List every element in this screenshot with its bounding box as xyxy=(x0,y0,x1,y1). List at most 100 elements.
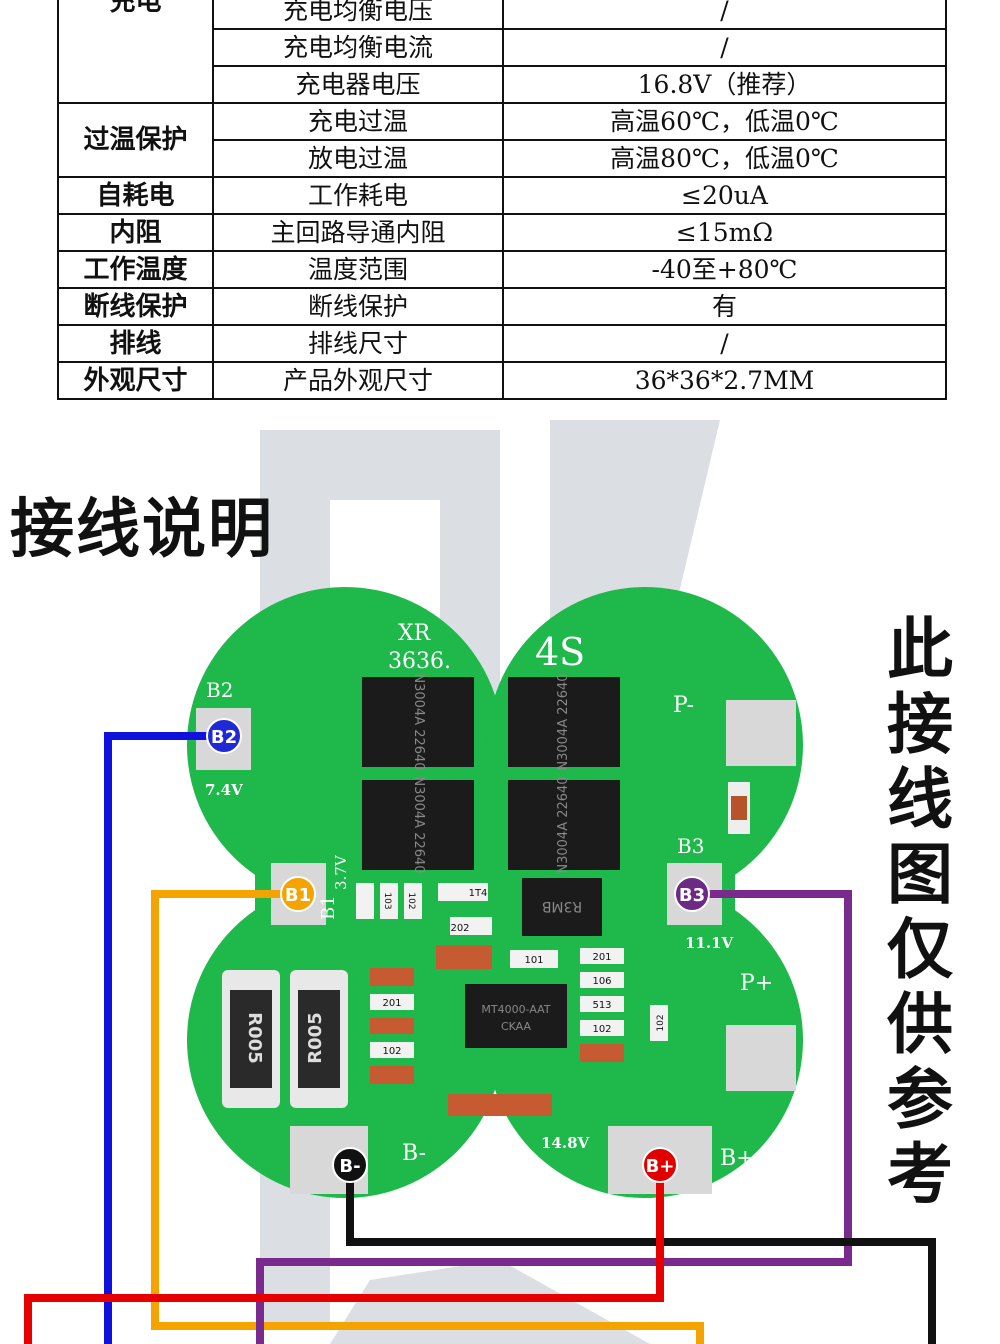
controller-ic xyxy=(465,984,567,1048)
spec-table: 充电 充电均衡电压 / 充电均衡电流 / 充电器电压 16.8V（推荐） 过温保… xyxy=(57,0,947,400)
pad-label-b1: B1 xyxy=(318,895,339,920)
badge-b2 xyxy=(206,718,242,754)
badge-b1 xyxy=(280,876,316,912)
resistor-code: 201 xyxy=(382,998,401,1009)
category-cell: 内阻 xyxy=(57,213,214,252)
table-row: 内阻 主回路导通内阻 ≤15mΩ xyxy=(57,213,947,252)
table-row: 充电均衡电流 / xyxy=(58,28,947,67)
table-row: 放电过温 高温80℃，低温0℃ xyxy=(58,139,947,178)
value-cell: / xyxy=(502,0,947,30)
badge-label-b2: B2 xyxy=(211,727,237,748)
pad-label-b2: B2 xyxy=(206,678,233,702)
mosfet-group: N3004A 22640 N3004A 22640 N3004A 22640 N… xyxy=(362,673,620,874)
value-cell: ≤20uA xyxy=(502,176,947,215)
badge-b3 xyxy=(674,876,710,912)
ic-marking-batch: CKAA xyxy=(501,1020,532,1033)
model-number: 3636. xyxy=(388,649,451,674)
table-row: 排线 排线尺寸 / xyxy=(57,324,947,363)
value-cell: 高温60℃，低温0℃ xyxy=(502,102,947,141)
pad-label-b-plus: B+ xyxy=(720,1146,755,1171)
pad-label-b-minus: B- xyxy=(402,1141,426,1166)
voltage-label-b-plus: 14.8V xyxy=(541,1134,590,1152)
mosfet-marking: N3004A 22640 xyxy=(556,776,571,873)
shunt-marking: R005 xyxy=(244,1012,265,1063)
model-label: XR xyxy=(398,621,432,646)
shunt-marking: R005 xyxy=(305,1012,326,1063)
table-row: 断线保护 断线保护 有 xyxy=(57,287,947,326)
resistor-code: 201 xyxy=(592,952,611,963)
resistor-code: 102 xyxy=(382,1046,401,1057)
wire-b-minus xyxy=(346,1165,936,1344)
value-cell: 高温80℃，低温0℃ xyxy=(502,139,947,178)
item-cell: 断线保护 xyxy=(212,287,504,326)
badge-label-b1: B1 xyxy=(285,885,311,906)
resistor-code: 103 xyxy=(382,892,392,909)
diode-marking: R3MB xyxy=(542,898,582,914)
pad-p-plus xyxy=(726,1025,796,1091)
item-cell: 放电过温 xyxy=(212,139,504,178)
table-row: 自耗电 工作耗电 ≤20uA xyxy=(57,176,947,215)
value-cell: 有 xyxy=(502,287,947,326)
value-cell: / xyxy=(502,28,947,67)
wire-b-plus xyxy=(24,1165,664,1344)
resistor-code: 202 xyxy=(450,923,469,934)
item-cell: 温度范围 xyxy=(212,250,504,289)
item-cell: 主回路导通内阻 xyxy=(212,213,504,252)
item-cell: 工作耗电 xyxy=(212,176,504,215)
table-row: 过温保护 充电过温 高温60℃，低温0℃ xyxy=(57,102,947,178)
resistor-code: 102 xyxy=(406,892,416,909)
item-cell: 产品外观尺寸 xyxy=(212,361,504,400)
resistor-code: 106 xyxy=(592,976,611,987)
value-cell: ≤15mΩ xyxy=(502,213,947,252)
voltage-label-b1: 3.7V xyxy=(332,854,350,890)
category-cell: 充电 xyxy=(57,0,214,104)
mosfet-marking: N3004A 22640 xyxy=(556,673,571,770)
badge-b-minus xyxy=(332,1147,368,1183)
value-cell: 16.8V（推荐） xyxy=(502,65,947,104)
badge-label-b3: B3 xyxy=(679,885,705,906)
item-cell: 充电器电压 xyxy=(212,65,504,104)
value-cell: -40至+80℃ xyxy=(502,250,947,289)
pad-p-minus xyxy=(726,700,796,766)
resistor-code: 1T4 xyxy=(469,888,488,899)
ic-marking: MT4000-AAT xyxy=(481,1003,550,1016)
pad-label-p-minus: P- xyxy=(673,693,694,718)
reference-note: 此接线图仅供参考 xyxy=(887,611,953,1213)
resistor-code: 102 xyxy=(656,1014,666,1031)
wire-b2 xyxy=(104,732,224,1344)
value-cell: / xyxy=(502,324,947,363)
wire-b1 xyxy=(151,890,704,1344)
table-row: 充电 充电均衡电压 / xyxy=(57,0,947,104)
pad-label-p-plus: P+ xyxy=(740,971,773,996)
category-cell: 自耗电 xyxy=(57,176,214,215)
series-label: 4S xyxy=(535,630,585,674)
wire-harness xyxy=(24,732,936,1344)
badge-b-plus xyxy=(642,1147,678,1183)
item-cell: 充电均衡电压 xyxy=(212,0,504,30)
resistor-code: 102 xyxy=(592,1024,611,1035)
wire-b3 xyxy=(256,890,852,1344)
category-cell: 工作温度 xyxy=(57,250,214,289)
table-row: 外观尺寸 产品外观尺寸 36*36*2.7MM xyxy=(57,361,947,400)
badge-label-b-plus: B+ xyxy=(646,1156,675,1177)
category-cell: 排线 xyxy=(57,324,214,363)
table-row: 充电器电压 16.8V（推荐） xyxy=(58,65,947,104)
smd-components xyxy=(356,782,750,1116)
diode xyxy=(522,878,602,936)
badge-label-b-minus: B- xyxy=(339,1156,360,1177)
item-cell: 充电均衡电流 xyxy=(212,28,504,67)
item-cell: 排线尺寸 xyxy=(212,324,504,363)
value-cell: 36*36*2.7MM xyxy=(502,361,947,400)
voltage-label-b2: 7.4V xyxy=(205,781,243,799)
mosfet-marking: N3004A 22640 xyxy=(411,776,426,873)
resistor-code: 513 xyxy=(592,1000,611,1011)
section-title: 接线说明 xyxy=(10,493,274,567)
category-cell: 断线保护 xyxy=(57,287,214,326)
category-cell: 外观尺寸 xyxy=(57,361,214,400)
category-cell: 过温保护 xyxy=(57,102,214,178)
table-row: 工作温度 温度范围 -40至+80℃ xyxy=(57,250,947,289)
voltage-label-b3: 11.1V xyxy=(685,934,734,952)
terminal-badges: B2 B1 B3 B- B+ xyxy=(206,718,710,1183)
resistor-code: 101 xyxy=(524,955,543,966)
